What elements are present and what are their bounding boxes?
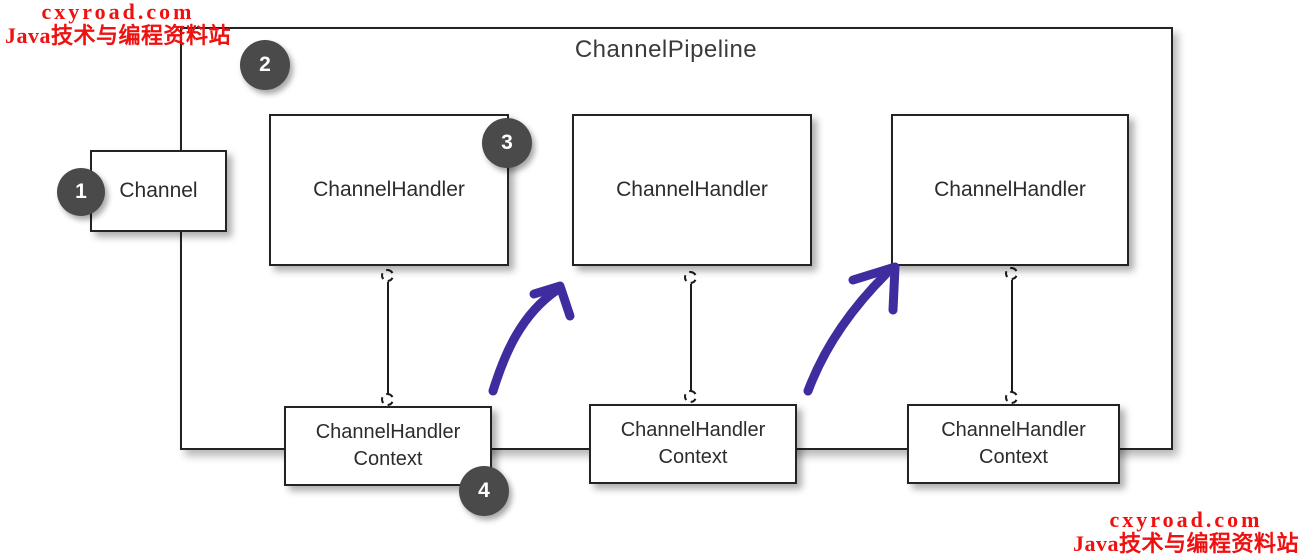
channel-handler-label: ChannelHandler — [313, 178, 465, 201]
connector-dot-icon — [381, 269, 394, 282]
step-badge-4: 4 — [459, 466, 509, 516]
context-label-line1: ChannelHandler — [620, 419, 766, 441]
connector-dot-icon — [684, 390, 697, 403]
step-badge-number: 1 — [75, 180, 87, 203]
step-badge-1: 1 — [57, 168, 105, 216]
channel-box: Channel — [90, 150, 227, 232]
watermark-site-name: Java技术与编程资料站 — [4, 23, 231, 49]
watermark-bottom-right: cxyroad.com Java技术与编程资料站 — [1070, 506, 1302, 556]
channel-handler-label: ChannelHandler — [616, 178, 768, 201]
pipeline-title: ChannelPipeline — [574, 36, 758, 63]
channel-handler-label: ChannelHandler — [934, 178, 1086, 201]
watermark-site-name: Java技术与编程资料站 — [1072, 530, 1299, 556]
channel-handler-context-box-3: ChannelHandler Context — [907, 404, 1120, 484]
channel-handler-box-2: ChannelHandler — [572, 114, 812, 266]
connector-dot-icon — [1005, 267, 1018, 280]
watermark-site-url: cxyroad.com — [41, 0, 195, 24]
channel-handler-context-box-2: ChannelHandler Context — [589, 404, 797, 484]
context-label-line1: ChannelHandler — [941, 419, 1086, 441]
watermark-top-left: cxyroad.com Java技术与编程资料站 — [2, 0, 234, 48]
connector-line-1 — [387, 281, 389, 395]
channel-handler-box-3: ChannelHandler — [891, 114, 1129, 266]
step-badge-number: 3 — [501, 131, 513, 154]
channel-handler-box-1: ChannelHandler — [269, 114, 509, 266]
context-label-line2: Context — [979, 446, 1048, 468]
step-badge-3: 3 — [482, 118, 532, 168]
context-label-line1: ChannelHandler — [315, 421, 461, 443]
watermark-site-url: cxyroad.com — [1109, 506, 1263, 532]
connector-line-3 — [1011, 279, 1013, 394]
channel-handler-context-box-1: ChannelHandler Context — [284, 406, 492, 486]
connector-dot-icon — [1005, 391, 1018, 404]
connector-dot-icon — [381, 393, 394, 406]
connector-dot-icon — [684, 271, 697, 284]
step-badge-number: 2 — [259, 53, 271, 76]
context-label-line2: Context — [353, 448, 423, 470]
connector-line-2 — [690, 283, 692, 393]
context-label-line2: Context — [658, 446, 728, 468]
step-badge-number: 4 — [478, 479, 490, 502]
step-badge-2: 2 — [240, 40, 290, 90]
channel-label: Channel — [119, 179, 198, 202]
